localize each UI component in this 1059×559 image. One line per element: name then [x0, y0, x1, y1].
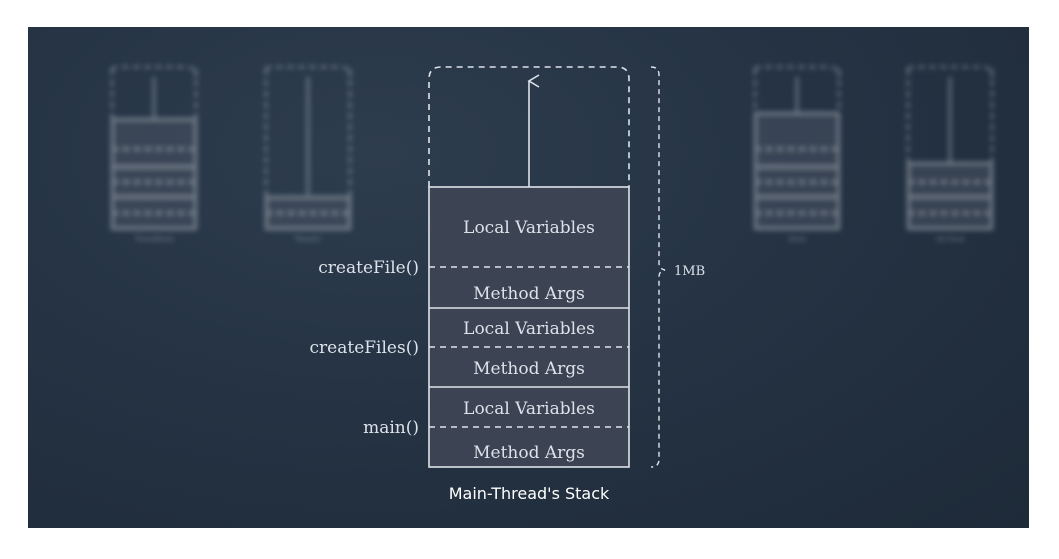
background-stack-2: Thread-1	[265, 66, 351, 243]
stack-size-brace	[650, 66, 666, 468]
frame-createfiles-args: Method Args	[473, 359, 585, 379]
frame-createfile-args: Method Args	[473, 284, 585, 304]
method-label-main: main()	[363, 418, 419, 438]
background-stack-3-caption: Stack	[788, 236, 805, 243]
free-stack-space	[428, 66, 630, 187]
background-stack-1: ThreadStack	[111, 66, 197, 243]
stack-diagram: ThreadStack Thread-1 Stack	[111, 66, 993, 503]
method-label-createfiles: createFiles()	[310, 338, 419, 358]
stack-size-label: 1MB	[674, 264, 705, 279]
background-stack-1-caption: ThreadStack	[135, 236, 174, 243]
background-stack-3: Stack	[754, 66, 840, 243]
main-thread-stack: Local Variables Method Args Local Variab…	[310, 66, 705, 503]
frame-createfiles-locals: Local Variables	[463, 319, 595, 339]
background-stack-4: eth Stack	[907, 66, 993, 243]
stack-caption: Main-Thread's Stack	[449, 484, 610, 503]
diagram-panel: ThreadStack Thread-1 Stack	[28, 27, 1029, 528]
frame-main-locals: Local Variables	[463, 399, 595, 419]
background-stack-2-caption: Thread-1	[294, 236, 322, 243]
background-stack-4-caption: eth Stack	[936, 236, 965, 243]
stack-body	[428, 186, 630, 468]
method-label-createfile: createFile()	[318, 258, 419, 278]
frame-createfile-locals: Local Variables	[463, 218, 595, 238]
frame-main-args: Method Args	[473, 443, 585, 463]
